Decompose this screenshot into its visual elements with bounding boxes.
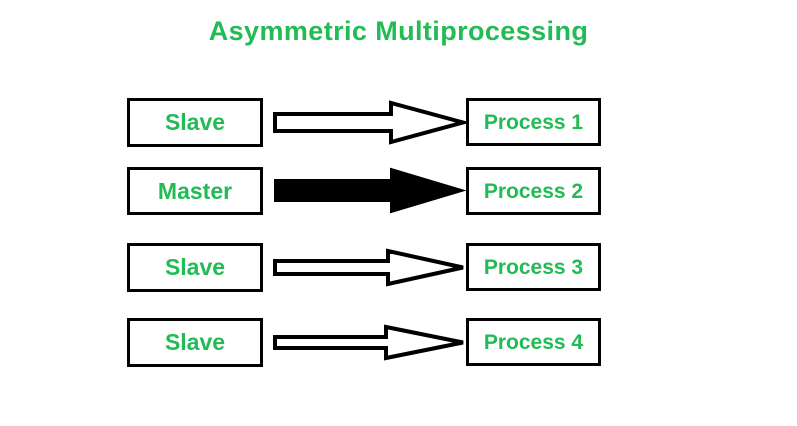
arrow-slave-to-process-1 (273, 100, 471, 146)
arrow-master-to-process-2 (274, 167, 467, 214)
arrow-shape-hollow (273, 248, 464, 287)
source-box-4-label: Slave (164, 329, 226, 355)
source-box-4[interactable]: Slave (127, 318, 263, 367)
target-box-2[interactable]: Process 2 (466, 167, 601, 215)
target-box-4-label: Process 4 (483, 330, 584, 354)
target-box-2-label: Process 2 (483, 179, 584, 203)
source-box-2[interactable]: Master (127, 167, 263, 215)
page-title: Asymmetric Multiprocessing (208, 16, 589, 46)
source-box-1-label: Slave (164, 109, 226, 135)
arrow-shape-solid (274, 167, 467, 214)
arrow-shape-hollow (273, 324, 464, 361)
source-box-3-label: Slave (164, 254, 226, 280)
arrow-shape-hollow (273, 100, 471, 145)
arrow-slave-to-process-4 (273, 321, 464, 365)
source-box-1[interactable]: Slave (127, 98, 263, 147)
target-box-1-label: Process 1 (483, 110, 584, 134)
target-box-3[interactable]: Process 3 (466, 243, 601, 291)
target-box-4[interactable]: Process 4 (466, 318, 601, 366)
target-box-1[interactable]: Process 1 (466, 98, 601, 146)
arrow-slave-to-process-3 (273, 246, 464, 290)
source-box-2-label: Master (157, 177, 233, 204)
source-box-3[interactable]: Slave (127, 243, 263, 292)
target-box-3-label: Process 3 (483, 255, 584, 279)
